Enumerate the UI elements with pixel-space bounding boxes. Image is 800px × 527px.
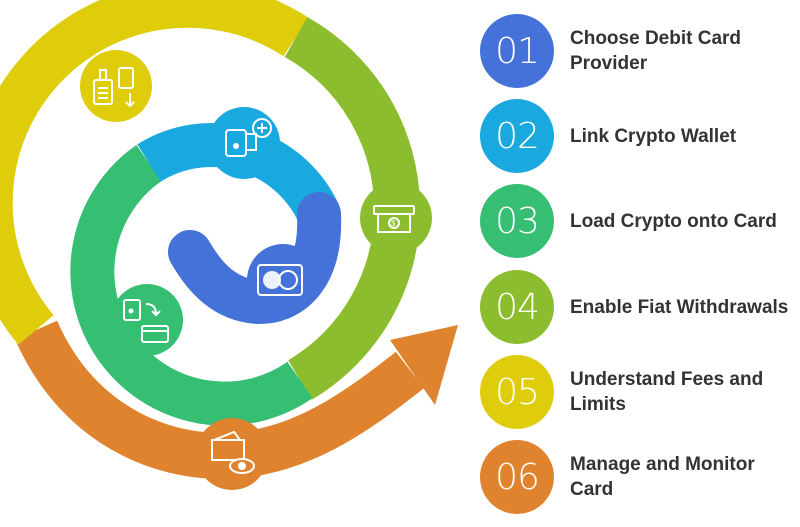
icon-node-02	[208, 107, 280, 179]
step-03: 03 Load Crypto onto Card	[480, 182, 800, 260]
step-06-badge: 06	[480, 440, 554, 514]
step-02-badge: 02	[480, 99, 554, 173]
wallet-add-icon	[225, 118, 272, 157]
step-01: 01 Choose Debit Card Provider	[480, 12, 800, 90]
step-01-label: Choose Debit Card Provider	[570, 28, 742, 74]
card-selection-icon	[257, 264, 303, 296]
steps-list: 01 Choose Debit Card Provider 02 Link Cr…	[480, 0, 800, 527]
spiral-arrowhead	[390, 325, 458, 405]
step-02: 02 Link Crypto Wallet	[480, 97, 800, 175]
wallet-to-card-icon	[123, 299, 169, 343]
step-05-badge: 05	[480, 355, 554, 429]
fees-receipt-icon	[93, 67, 135, 108]
step-01-badge: 01	[480, 14, 554, 88]
icon-node-01	[247, 244, 319, 316]
step-05-label: Understand Fees and Limits	[570, 369, 764, 415]
step-04: 04 Enable Fiat Withdrawals	[480, 268, 800, 346]
svg-text:$: $	[391, 219, 396, 228]
spiral-segment-03	[70, 144, 313, 426]
step-06: 06 Manage and Monitor Card	[480, 438, 800, 516]
step-04-label: Enable Fiat Withdrawals	[570, 296, 789, 318]
cash-withdrawal-icon: $	[373, 205, 415, 233]
wallet-monitor-icon	[211, 430, 255, 474]
icon-node-05	[80, 50, 152, 122]
step-03-label: Load Crypto onto Card	[570, 210, 777, 232]
step-04-badge: 04	[480, 270, 554, 344]
icon-node-03	[111, 284, 183, 356]
step-02-label: Link Crypto Wallet	[570, 125, 737, 147]
step-06-label: Manage and Monitor Card	[570, 454, 755, 500]
step-03-badge: 03	[480, 184, 554, 258]
icon-node-06	[196, 418, 268, 490]
spiral-segment-05	[0, 0, 309, 345]
icon-node-04: $	[360, 182, 432, 254]
step-05: 05 Understand Fees and Limits	[480, 353, 800, 431]
spiral-diagram: $	[0, 0, 458, 490]
